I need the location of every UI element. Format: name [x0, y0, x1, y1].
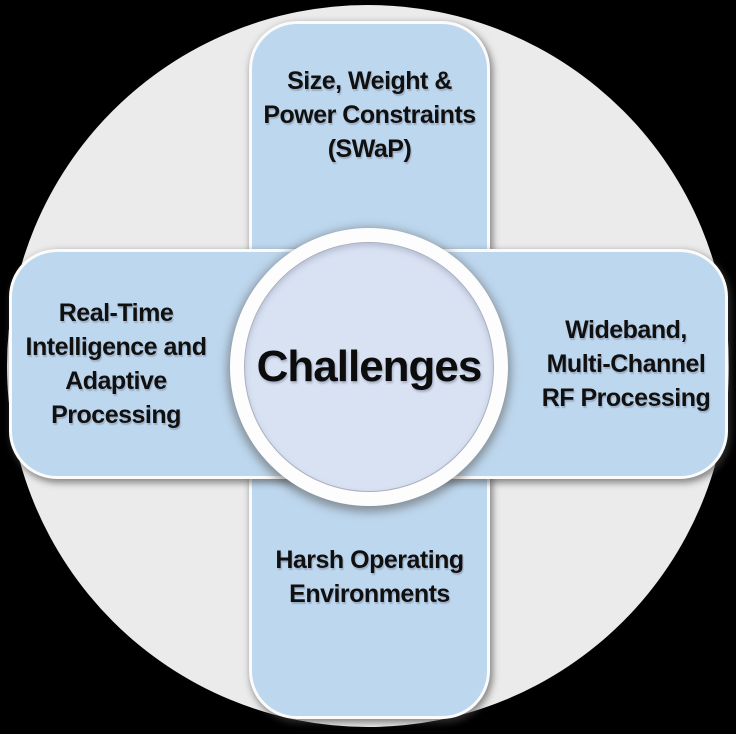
node-top-label: Size, Weight & Power Constraints (SWaP): [252, 64, 487, 166]
node-right-label: Wideband, Multi-Channel RF Processing: [510, 313, 736, 415]
node-right-line-1: Wideband,: [565, 316, 687, 344]
center-node: Challenges: [244, 242, 494, 492]
node-left-line-2: Intelligence and: [25, 333, 207, 361]
node-left-line-4: Processing: [51, 401, 181, 429]
node-bottom-label: Harsh Operating Environments: [252, 543, 487, 611]
node-top-line-3: (SWaP): [327, 135, 412, 163]
center-label: Challenges: [256, 342, 483, 391]
node-bottom-line-2: Environments: [289, 580, 450, 608]
node-left-label: Real-Time Intelligence and Adaptive Proc…: [10, 296, 222, 432]
node-left-line-3: Adaptive: [65, 367, 167, 395]
node-top-line-1: Size, Weight &: [287, 67, 452, 95]
node-bottom-line-1: Harsh Operating: [275, 546, 464, 574]
node-left-line-1: Real-Time: [58, 299, 174, 327]
node-top-line-2: Power Constraints: [263, 101, 476, 129]
node-right-line-2: Multi-Channel: [546, 350, 706, 378]
node-right-line-3: RF Processing: [541, 384, 711, 412]
